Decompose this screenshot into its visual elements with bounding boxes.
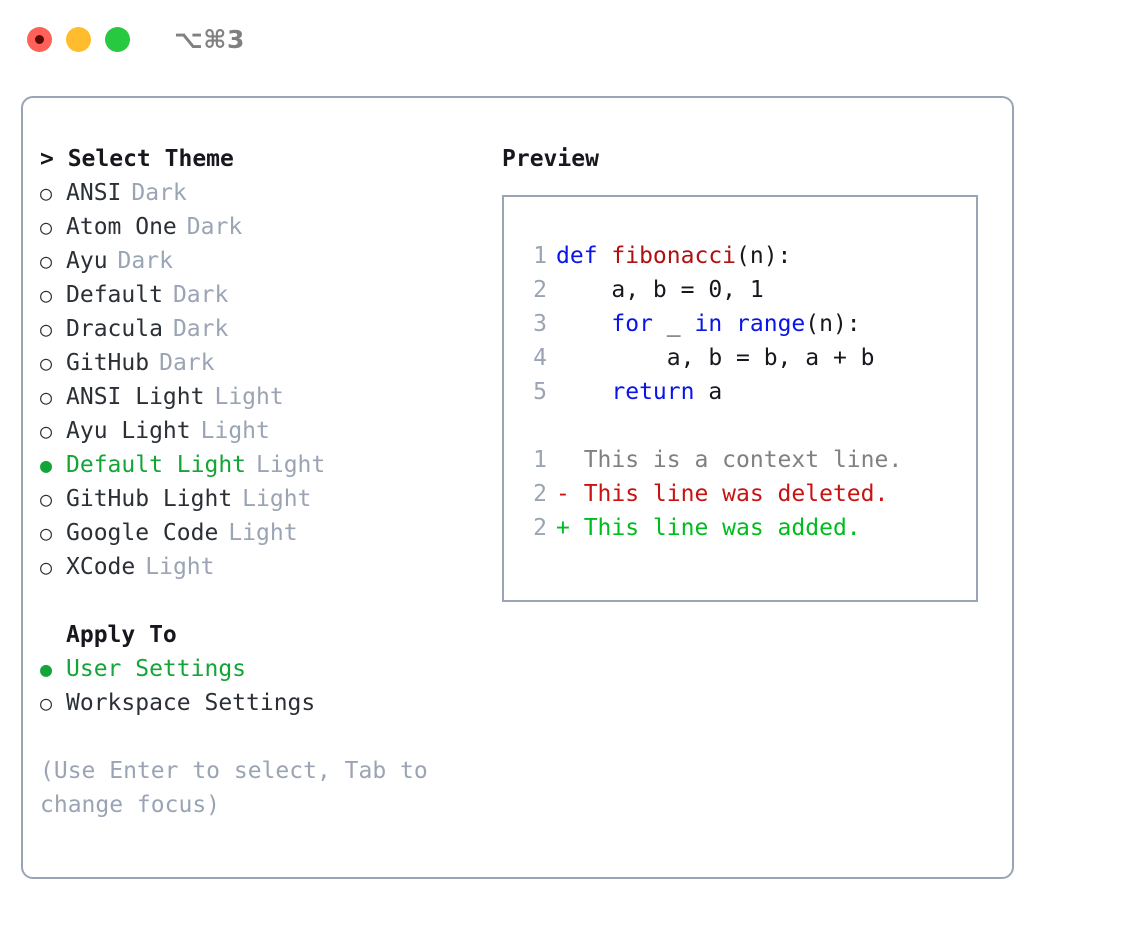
- theme-variant-badge: Dark: [131, 180, 187, 206]
- line-number: 2: [533, 481, 547, 507]
- diff-line: 1 This is a context line.: [521, 443, 976, 477]
- radio-unselected-icon: ○: [40, 317, 53, 341]
- diff-text: This is a context line.: [556, 447, 903, 473]
- radio-unselected-icon: ○: [40, 521, 53, 545]
- radio-unselected-icon: ○: [40, 487, 53, 511]
- apply-to-list[interactable]: ● User Settings ○ Workspace Settings: [40, 652, 480, 720]
- theme-name-label: Ayu: [66, 248, 108, 274]
- apply-to-header: Apply To: [66, 622, 177, 648]
- code-text: for _ in range(n):: [611, 311, 861, 337]
- theme-list-item[interactable]: ○ Dracula Dark: [40, 312, 480, 346]
- theme-variant-badge: Dark: [159, 350, 215, 376]
- line-number: 5: [533, 379, 547, 405]
- radio-unselected-icon: ○: [40, 249, 53, 273]
- list-gap: [40, 584, 480, 618]
- theme-list-item[interactable]: ○ Google Code Light: [40, 516, 480, 550]
- theme-name-label: Google Code: [66, 520, 219, 546]
- keyboard-hint-text: (Use Enter to select, Tab to change focu…: [40, 758, 442, 818]
- theme-variant-badge: Dark: [172, 316, 229, 342]
- close-button-icon[interactable]: [27, 26, 52, 52]
- theme-variant-badge: Light: [256, 452, 326, 478]
- line-number: 2: [533, 515, 547, 541]
- theme-name-label: GitHub Light: [66, 486, 233, 512]
- theme-name-label: Default: [66, 282, 163, 308]
- theme-list-item[interactable]: ○ Ayu Light Light: [40, 414, 480, 448]
- theme-list-item[interactable]: ○ XCode Light: [40, 550, 480, 584]
- theme-list-item[interactable]: ○ Atom One Dark: [40, 210, 480, 244]
- window-controls: [27, 26, 130, 52]
- theme-variant-badge: Light: [242, 486, 312, 512]
- line-number: 3: [533, 311, 547, 337]
- theme-name-label: GitHub: [66, 350, 150, 376]
- apply-to-label: Workspace Settings: [66, 690, 316, 716]
- theme-list-item[interactable]: ○ ANSI Dark: [40, 176, 480, 210]
- line-number: 1: [533, 447, 547, 473]
- theme-list-item[interactable]: ○ ANSI Light Light: [40, 380, 480, 414]
- theme-variant-badge: Dark: [172, 282, 229, 308]
- theme-variant-badge: Light: [214, 384, 284, 410]
- diff-sample: 1 This is a context line. 2 - This line wa…: [521, 443, 976, 545]
- theme-list-item[interactable]: ○ Default Dark: [40, 278, 480, 312]
- recording-indicator-icon: [35, 34, 44, 44]
- line-number: 1: [533, 243, 547, 269]
- code-line: 4 a, b = b, a + b: [521, 341, 976, 375]
- diff-text: + This line was added.: [556, 515, 861, 541]
- diff-text: - This line was deleted.: [556, 481, 889, 507]
- theme-list-item[interactable]: ○ Ayu Dark: [40, 244, 480, 278]
- code-line: 5 return a: [521, 375, 976, 409]
- code-gap: [521, 409, 976, 443]
- code-text: def fibonacci(n):: [556, 243, 792, 269]
- radio-unselected-icon: ○: [40, 215, 53, 239]
- keyboard-shortcut-label: ⌥⌘3: [174, 24, 245, 54]
- radio-unselected-icon: ○: [40, 385, 53, 409]
- code-line: 3 for _ in range(n):: [521, 307, 976, 341]
- radio-unselected-icon: ○: [40, 555, 53, 579]
- radio-unselected-icon: ○: [40, 181, 53, 205]
- theme-name-label: Default Light: [66, 452, 247, 478]
- theme-list-item[interactable]: ○ GitHub Light Light: [40, 482, 480, 516]
- radio-selected-icon: ●: [40, 657, 53, 681]
- select-theme-header: > Select Theme: [40, 146, 234, 172]
- apply-to-list-item[interactable]: ○ Workspace Settings: [40, 686, 480, 720]
- radio-unselected-icon: ○: [40, 419, 53, 443]
- code-line: 1 def fibonacci(n):: [521, 239, 976, 273]
- diff-line: 2 - This line was deleted.: [521, 477, 976, 511]
- title-bar: ⌥⌘3: [0, 0, 1140, 78]
- radio-unselected-icon: ○: [40, 351, 53, 375]
- preview-title: Preview: [502, 146, 599, 172]
- theme-name-label: Atom One: [66, 214, 177, 240]
- radio-unselected-icon: ○: [40, 691, 53, 715]
- theme-list-item[interactable]: ● Default Light Light: [40, 448, 480, 482]
- theme-name-label: Ayu Light: [66, 418, 191, 444]
- code-text: a, b = 0, 1: [556, 277, 764, 303]
- theme-list-item[interactable]: ○ GitHub Dark: [40, 346, 480, 380]
- minimize-button-icon[interactable]: [66, 26, 91, 52]
- theme-variant-badge: Dark: [117, 248, 173, 274]
- code-text: a, b = b, a + b: [556, 345, 875, 371]
- line-number: 4: [533, 345, 547, 371]
- radio-unselected-icon: ○: [40, 283, 53, 307]
- code-text: return a: [611, 379, 723, 405]
- apply-to-label: User Settings: [66, 656, 247, 682]
- theme-name-label: XCode: [66, 554, 136, 580]
- theme-variant-badge: Light: [200, 418, 270, 444]
- theme-name-label: ANSI Light: [66, 384, 205, 410]
- line-number: 2: [533, 277, 547, 303]
- code-line: 2 a, b = 0, 1: [521, 273, 976, 307]
- apply-to-list-item[interactable]: ● User Settings: [40, 652, 480, 686]
- radio-selected-icon: ●: [40, 453, 53, 477]
- theme-name-label: ANSI: [66, 180, 122, 206]
- theme-variant-badge: Dark: [186, 214, 243, 240]
- theme-variant-badge: Light: [228, 520, 298, 546]
- diff-line: 2 + This line was added.: [521, 511, 976, 545]
- theme-variant-badge: Light: [145, 554, 215, 580]
- zoom-button-icon[interactable]: [105, 26, 130, 52]
- theme-name-label: Dracula: [66, 316, 163, 342]
